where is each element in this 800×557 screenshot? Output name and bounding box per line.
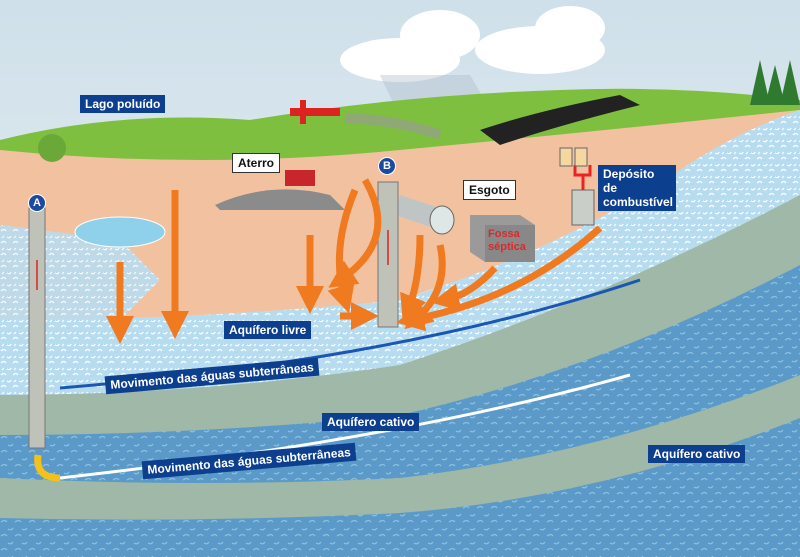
label-septic-tank: Fossa séptica — [488, 228, 526, 253]
label-landfill: Aterro — [232, 153, 281, 173]
label-polluted-lake: Lago poluído — [80, 95, 166, 113]
polluted-lake — [74, 216, 166, 248]
label-fuel-depot: Depósito de combustível — [598, 165, 676, 211]
confined-aquifer — [0, 265, 800, 485]
pine-trees — [750, 60, 800, 105]
unconfined-aquifer — [0, 110, 800, 400]
clouds — [340, 6, 605, 82]
road — [480, 95, 640, 145]
label-confined-aquifer-right: Aquífero cativo — [648, 445, 746, 463]
label-sewer: Esgoto — [463, 180, 516, 200]
landfill — [215, 189, 345, 210]
label-confined-aquifer-center: Aquífero cativo — [322, 413, 420, 431]
septic-tank — [470, 215, 535, 262]
contamination-arrows — [106, 178, 603, 344]
tractor-icon — [285, 170, 315, 186]
label-unconfined-aquifer: Aquífero livre — [224, 321, 312, 339]
well-a-marker: A — [28, 194, 46, 212]
airplane-icon — [290, 100, 340, 124]
well-a — [28, 207, 46, 449]
confining-layer-2 — [0, 375, 800, 522]
tree-icon — [38, 134, 66, 162]
upwelling-arrow — [34, 454, 61, 482]
well-b-marker: B — [378, 157, 396, 175]
deep-aquifer — [0, 418, 800, 557]
fuel-tank — [571, 189, 595, 226]
confining-layer-1 — [0, 195, 800, 440]
